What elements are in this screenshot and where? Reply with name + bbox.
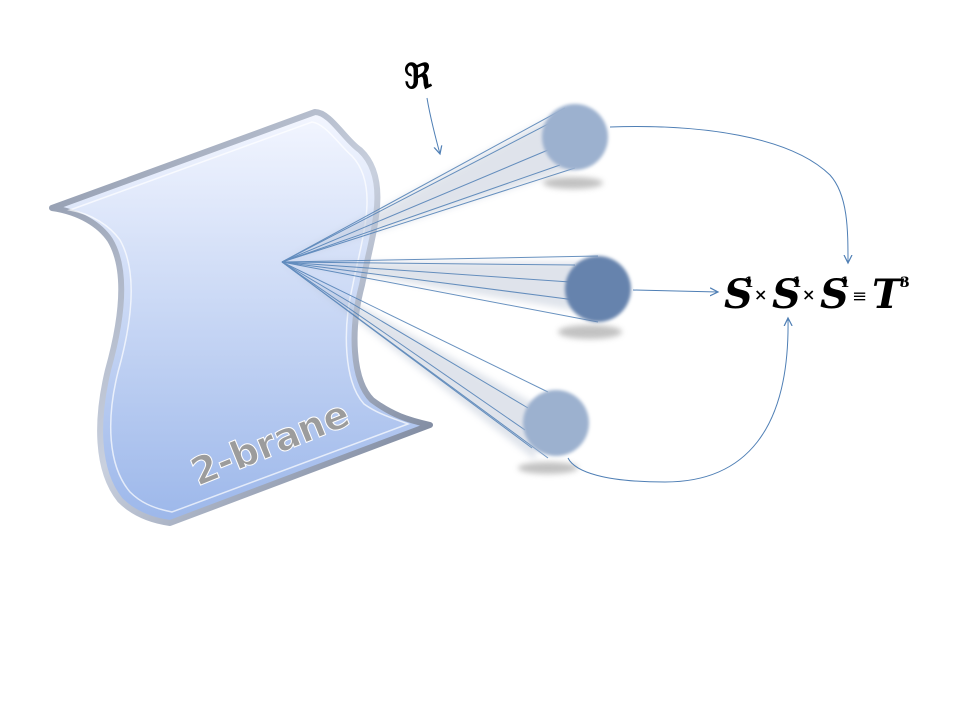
arrow-top-to-equation: [609, 126, 848, 263]
eq-t: T: [872, 271, 905, 318]
eq-s2-exponent: 1: [792, 275, 802, 291]
eq-times-1: ×: [754, 285, 767, 304]
eq-s1: S: [724, 271, 753, 318]
sphere-top: [542, 104, 608, 170]
eq-s3: S: [820, 271, 849, 318]
sphere-shadows: [518, 177, 622, 474]
sphere-bottom: [523, 390, 589, 456]
eq-s1-exponent: 1: [744, 275, 754, 291]
sphere-middle: [565, 256, 631, 322]
eq-s3-exponent: 1: [840, 275, 850, 291]
connection-lines: [281, 107, 599, 459]
equation: S 1 × S 1 × S 1 ≡ T 3: [724, 271, 910, 318]
equation-arrows: [426, 97, 848, 483]
arrow-bottom-to-equation: [567, 318, 788, 483]
arrow-symbol-to-cone: [426, 97, 440, 154]
eq-times-2: ×: [802, 285, 815, 304]
eq-equiv: ≡: [852, 286, 867, 307]
brane-sheet: [49, 109, 433, 526]
eq-t-exponent: 3: [900, 275, 910, 291]
eq-s2: S: [772, 271, 801, 318]
arrow-middle-to-equation: [632, 290, 718, 292]
fraktur-r-symbol: ℜ: [404, 57, 433, 97]
